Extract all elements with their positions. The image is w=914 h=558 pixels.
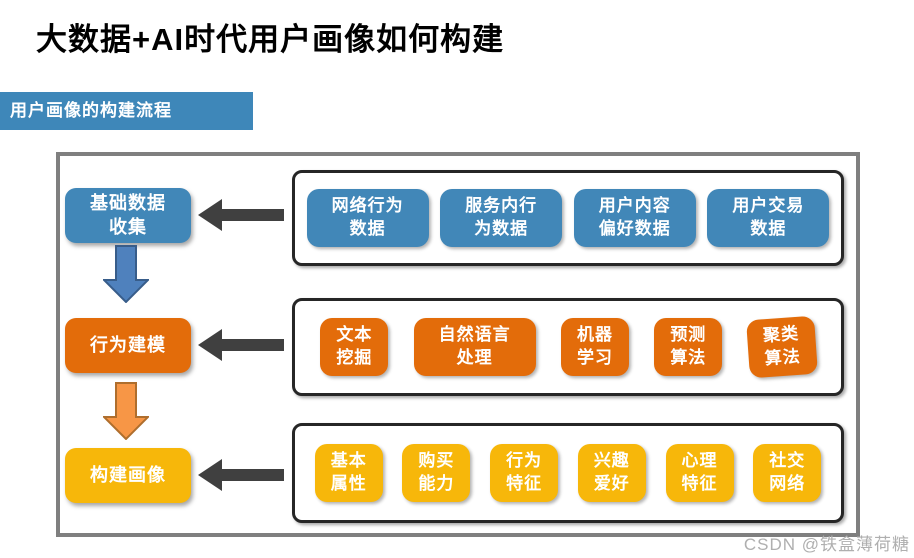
stage-box-profile-building: 构建画像 <box>65 448 191 503</box>
item-box: 兴趣 爱好 <box>577 444 646 502</box>
item-box: 用户交易 数据 <box>707 189 830 247</box>
group-data-sources: 网络行为 数据 服务内行 为数据 用户内容 偏好数据 用户交易 数据 <box>292 170 844 266</box>
left-arrow-icon <box>198 329 284 361</box>
item-box: 社交 网络 <box>753 444 822 502</box>
item-box: 机器 学习 <box>560 318 629 376</box>
item-box: 购买 能力 <box>402 444 471 502</box>
item-box: 文本 挖掘 <box>320 318 389 376</box>
page-title: 大数据+AI时代用户画像如何构建 <box>36 22 505 57</box>
item-box: 聚类 算法 <box>745 315 818 379</box>
item-box: 服务内行 为数据 <box>440 189 563 247</box>
watermark: CSDN @铁盒薄荷糖 <box>743 535 910 554</box>
item-box: 基本 属性 <box>314 444 383 502</box>
item-box: 心理 特征 <box>665 444 734 502</box>
item-box: 自然语言 处理 <box>413 318 536 376</box>
stage-label: 构建画像 <box>90 464 166 485</box>
stage-label: 行为建模 <box>90 334 166 355</box>
stage-label: 基础数据 收集 <box>90 193 166 237</box>
left-arrow-icon <box>198 199 284 231</box>
item-box: 用户内容 偏好数据 <box>573 189 696 247</box>
group-profile-dimensions: 基本 属性 购买 能力 行为 特征 兴趣 爱好 心理 特征 社交 网络 <box>292 423 844 523</box>
left-arrow-icon <box>198 459 284 491</box>
item-box: 行为 特征 <box>490 444 559 502</box>
item-box: 网络行为 数据 <box>306 189 429 247</box>
section-banner: 用户画像的构建流程 <box>0 92 253 130</box>
flow-diagram: 基础数据 收集 网络行为 数据 服务内行 为数据 用户内容 偏好数据 用户交易 … <box>56 152 860 537</box>
down-arrow-icon <box>103 245 149 303</box>
down-arrow-icon <box>103 382 149 440</box>
group-modeling-methods: 文本 挖掘 自然语言 处理 机器 学习 预测 算法 聚类 算法 <box>292 298 844 396</box>
stage-box-behavior-modeling: 行为建模 <box>65 318 191 373</box>
item-box: 预测 算法 <box>654 318 723 376</box>
stage-box-data-collection: 基础数据 收集 <box>65 188 191 243</box>
